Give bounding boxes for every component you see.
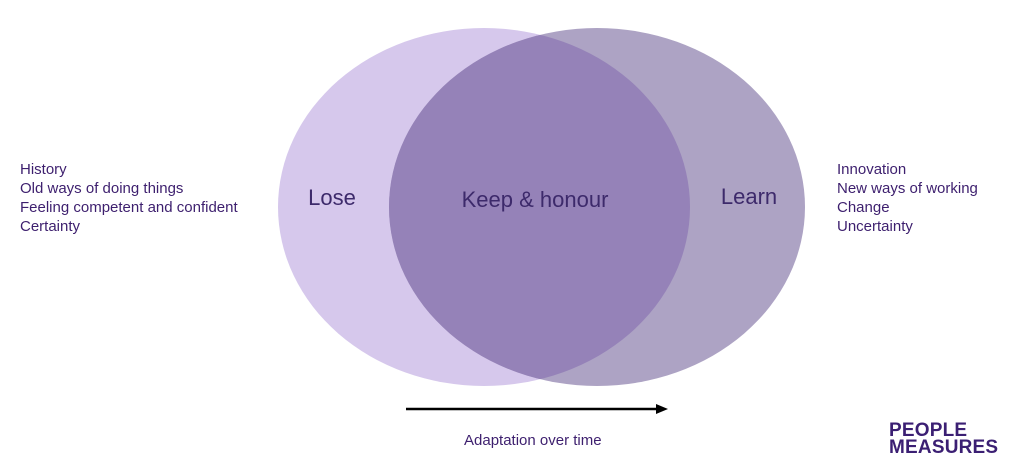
lose-label: Lose: [308, 185, 356, 210]
list-item: Change: [837, 199, 890, 216]
lose-items-list: History Old ways of doing things Feeling…: [20, 160, 238, 236]
keep-honour-label: Keep & honour: [462, 187, 609, 212]
overlap-region: [389, 28, 690, 386]
list-item: History: [20, 161, 67, 178]
list-item: Feeling competent and confident: [20, 199, 238, 216]
list-item: Certainty: [20, 218, 81, 235]
learn-items-list: Innovation New ways of working Change Un…: [837, 160, 978, 236]
learn-label: Learn: [721, 184, 777, 209]
list-item: New ways of working: [837, 180, 978, 197]
logo-line-1: PEOPLE: [889, 420, 968, 441]
list-item: Innovation: [837, 161, 907, 178]
people-measures-logo: PEOPLE MEASURES: [889, 420, 999, 458]
arrow-caption: Adaptation over time: [464, 432, 602, 449]
logo-line-2: MEASURES: [889, 437, 999, 458]
list-item: Uncertainty: [837, 218, 913, 235]
time-arrow: [406, 404, 668, 414]
list-item: Old ways of doing things: [20, 180, 184, 197]
